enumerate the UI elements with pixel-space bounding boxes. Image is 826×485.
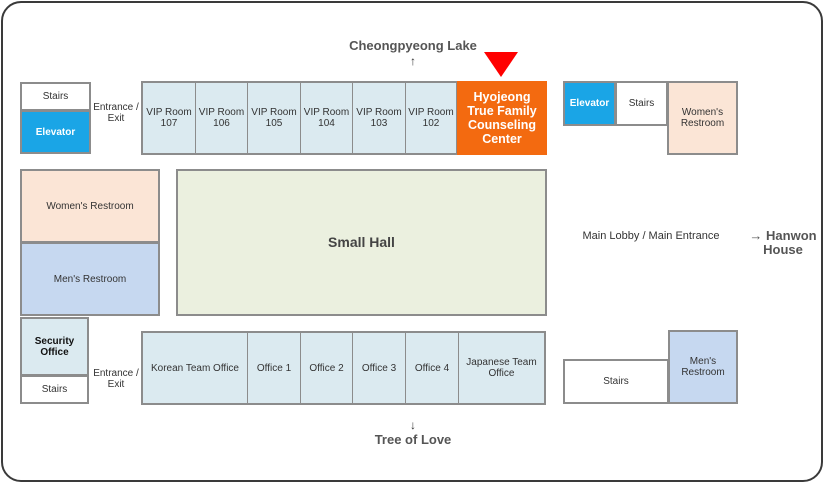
location-marker-icon <box>484 52 518 77</box>
left-elevator: Elevator <box>20 110 91 154</box>
north-direction-label: Cheongpyeong Lake <box>349 38 477 53</box>
left-stairs-top: Stairs <box>20 82 91 111</box>
right-stairs-top: Stairs <box>615 81 668 126</box>
south-direction-label: Tree of Love <box>374 432 452 447</box>
left-stairs-bottom: Stairs <box>20 375 89 404</box>
entrance-exit-top-label: Entrance /Exit <box>93 102 139 124</box>
east-arrow-icon: → <box>749 228 763 243</box>
main-lobby-label: Main Lobby / Main Entrance <box>582 230 720 242</box>
office-row: Korean Team Office Office 1 Office 2 Off… <box>141 331 546 405</box>
left-womens-restroom: Women's Restroom <box>20 169 160 243</box>
office-2: Office 2 <box>301 333 353 403</box>
office-1: Office 1 <box>248 333 301 403</box>
office-4: Office 4 <box>406 333 459 403</box>
office-3: Office 3 <box>353 333 406 403</box>
east-direction-label: → Hanwon House <box>749 228 817 257</box>
small-hall: Small Hall <box>176 169 547 316</box>
south-arrow-icon: ↓ <box>410 418 416 432</box>
right-stairs-bottom: Stairs <box>563 359 669 404</box>
left-mens-restroom: Men's Restroom <box>20 242 160 316</box>
korean-team-office: Korean Team Office <box>143 333 248 403</box>
right-elevator: Elevator <box>563 81 616 126</box>
north-arrow-icon: ↑ <box>410 54 416 68</box>
entrance-exit-bottom-label: Entrance /Exit <box>93 368 139 390</box>
